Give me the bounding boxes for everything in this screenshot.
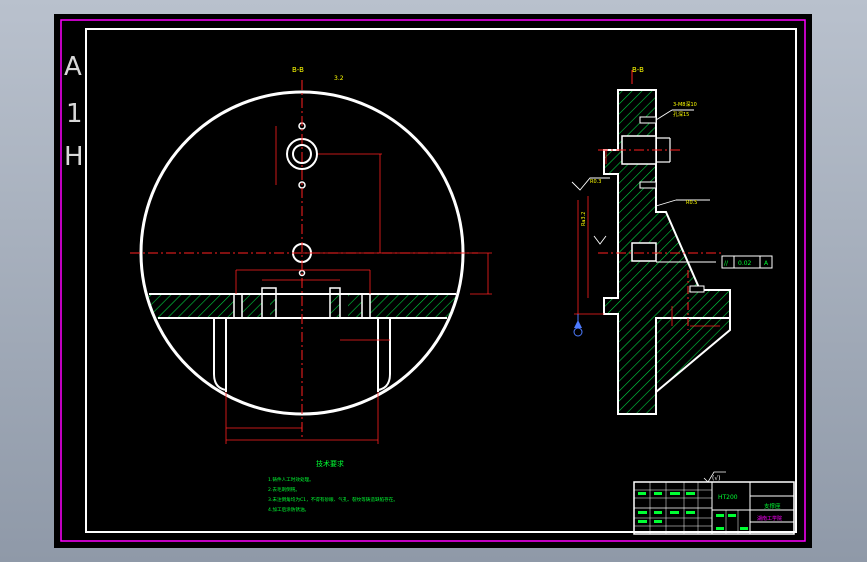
thread-callout: 3-M8深10 bbox=[673, 101, 697, 108]
svg-text:H: H bbox=[64, 142, 84, 172]
side-leaders bbox=[571, 109, 716, 263]
sheet-size-label: A 1 H bbox=[64, 52, 84, 172]
outer-border bbox=[60, 19, 806, 542]
front-view-section-label: B-B bbox=[292, 66, 304, 74]
general-roughness: (√) bbox=[712, 475, 721, 482]
svg-text:1: 1 bbox=[66, 99, 83, 129]
hatched-section-body bbox=[603, 89, 731, 415]
tech-req-line-3: 3.未注倒角均为C1，不得有砂眼、气孔、裂纹等铸造缺陷存在。 bbox=[268, 496, 398, 503]
tech-req-line-2: 2.去毛刺倒钝。 bbox=[268, 486, 300, 493]
tech-req-title: 技术要求 bbox=[316, 459, 344, 468]
roughness-callout: Ra3.2 bbox=[581, 212, 587, 226]
side-dimensions bbox=[574, 150, 720, 327]
tech-req-line-1: 1.铸件人工时效处理。 bbox=[268, 476, 314, 483]
school-name: 湖南工学院 bbox=[757, 515, 782, 522]
front-dimensions bbox=[225, 126, 492, 444]
datum-symbol bbox=[573, 314, 583, 337]
radius-callout-1: R0.5 bbox=[686, 200, 697, 206]
drawing-frame bbox=[85, 28, 797, 533]
geometric-tolerance-frame: // 0.02 A bbox=[721, 255, 773, 269]
material-label: HT200 bbox=[718, 494, 738, 501]
roughness-mark: 3.2 bbox=[334, 75, 344, 82]
svg-text:A: A bbox=[64, 52, 82, 82]
depth-callout: 孔深15 bbox=[673, 111, 689, 118]
sheet-paper bbox=[54, 14, 812, 548]
top-bore-inner bbox=[292, 144, 312, 164]
technical-requirements: 技术要求 1.铸件人工时效处理。 2.去毛刺倒钝。 3.未注倒角均为C1，不得有… bbox=[268, 459, 398, 513]
front-view[interactable]: B-B 3.2 bbox=[130, 66, 492, 444]
title-block[interactable]: (√) HT200 支撑座 bbox=[633, 471, 795, 535]
side-view-section-label: B-B bbox=[632, 66, 644, 74]
svg-text:0.02: 0.02 bbox=[738, 260, 752, 267]
svg-text://: // bbox=[724, 260, 729, 267]
part-name: 支撑座 bbox=[764, 502, 781, 510]
radius-callout-2: R0.3 bbox=[590, 179, 601, 185]
svg-text:A: A bbox=[764, 260, 769, 267]
tech-req-line-4: 4.加工后涂防锈油。 bbox=[268, 506, 309, 513]
side-section-view[interactable]: B-B bbox=[571, 66, 773, 415]
